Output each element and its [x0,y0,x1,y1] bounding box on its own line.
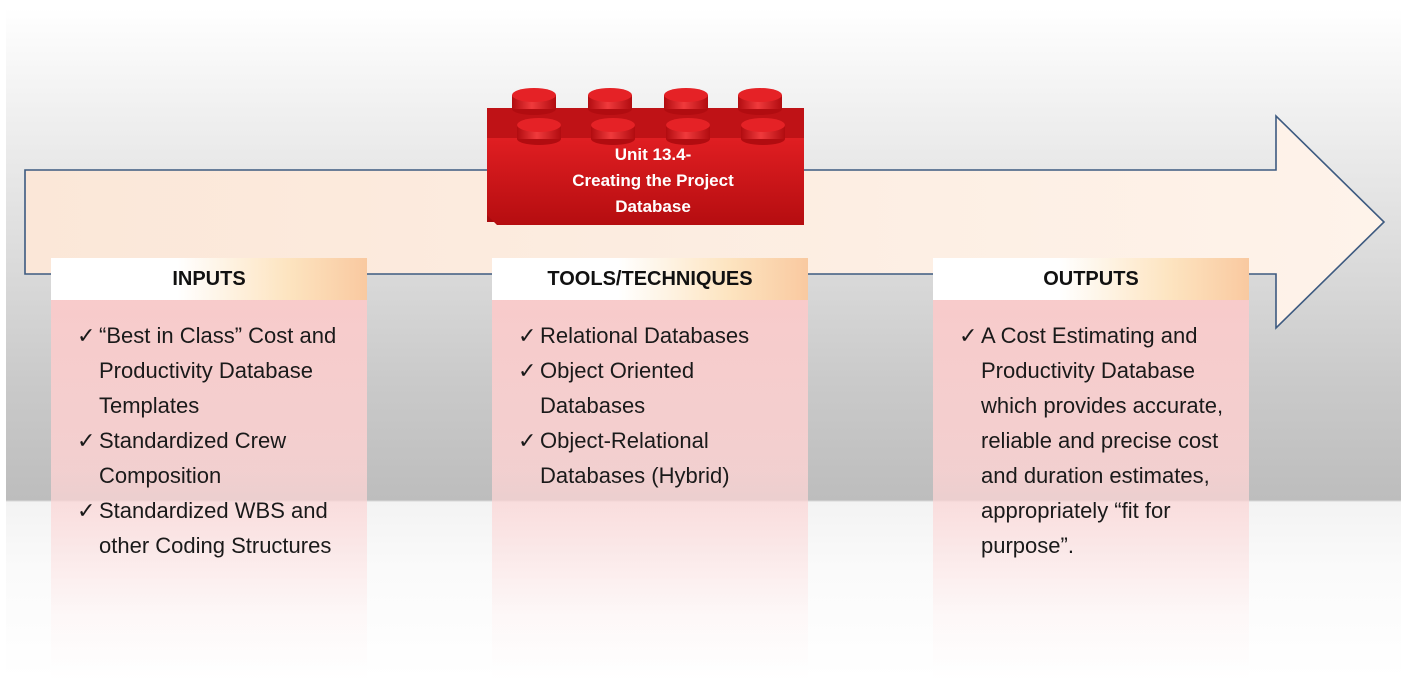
checkmark-icon: ✓ [77,428,96,453]
outputs-header: OUTPUTS [933,258,1249,300]
checkmark-icon: ✓ [77,498,96,523]
brick-stud [666,118,710,145]
unit-title: Unit 13.4- Creating the Project Database [538,142,768,220]
brick-stud [591,118,635,145]
checklist-item: ✓Standardized WBS and other Coding Struc… [77,493,353,563]
checklist-item-text: Object Oriented Databases [540,358,695,418]
brick-studs [512,88,785,145]
checkmark-icon: ✓ [518,323,537,348]
brick-stud [741,118,785,145]
unit-title-line-1: Unit 13.4- [614,145,692,164]
brick-stud [512,88,556,115]
checklist-item: ✓Relational Databases [518,318,794,353]
inputs-header: INPUTS [51,258,367,300]
tools-header: TOOLS/TECHNIQUES [492,258,808,300]
checkmark-icon: ✓ [518,428,537,453]
checklist-item-text: Standardized Crew Composition [99,428,287,488]
checklist-item: ✓Object Oriented Databases [518,353,794,423]
tools-box: TOOLS/TECHNIQUES ✓Relational Databases✓O… [492,258,808,679]
checklist-item: ✓Standardized Crew Composition [77,423,353,493]
checklist-item-text: A Cost Estimating and Productivity Datab… [981,323,1224,558]
checklist-item: ✓A Cost Estimating and Productivity Data… [959,318,1235,563]
unit-title-line-3: Database [615,197,691,216]
outputs-list: ✓A Cost Estimating and Productivity Data… [933,300,1249,563]
brick-stud [588,88,632,115]
checkmark-icon: ✓ [959,323,978,348]
checklist-item-text: Object-Relational Databases (Hybrid) [540,428,730,488]
checklist-item: ✓Object-Relational Databases (Hybrid) [518,423,794,493]
brick-stud [517,118,561,145]
tools-list: ✓Relational Databases✓Object Oriented Da… [492,300,808,493]
outputs-box: OUTPUTS ✓A Cost Estimating and Productiv… [933,258,1249,679]
checklist-item: ✓“Best in Class” Cost and Productivity D… [77,318,353,423]
checklist-item-text: Standardized WBS and other Coding Struct… [99,498,332,558]
unit-title-line-2: Creating the Project [572,171,734,190]
inputs-box: INPUTS ✓“Best in Class” Cost and Product… [51,258,367,679]
checkmark-icon: ✓ [518,358,537,383]
checklist-item-text: “Best in Class” Cost and Productivity Da… [99,323,337,418]
checklist-item-text: Relational Databases [540,323,750,348]
checkmark-icon: ✓ [77,323,96,348]
brick-stud [664,88,708,115]
inputs-list: ✓“Best in Class” Cost and Productivity D… [51,300,367,563]
brick-stud [738,88,782,115]
